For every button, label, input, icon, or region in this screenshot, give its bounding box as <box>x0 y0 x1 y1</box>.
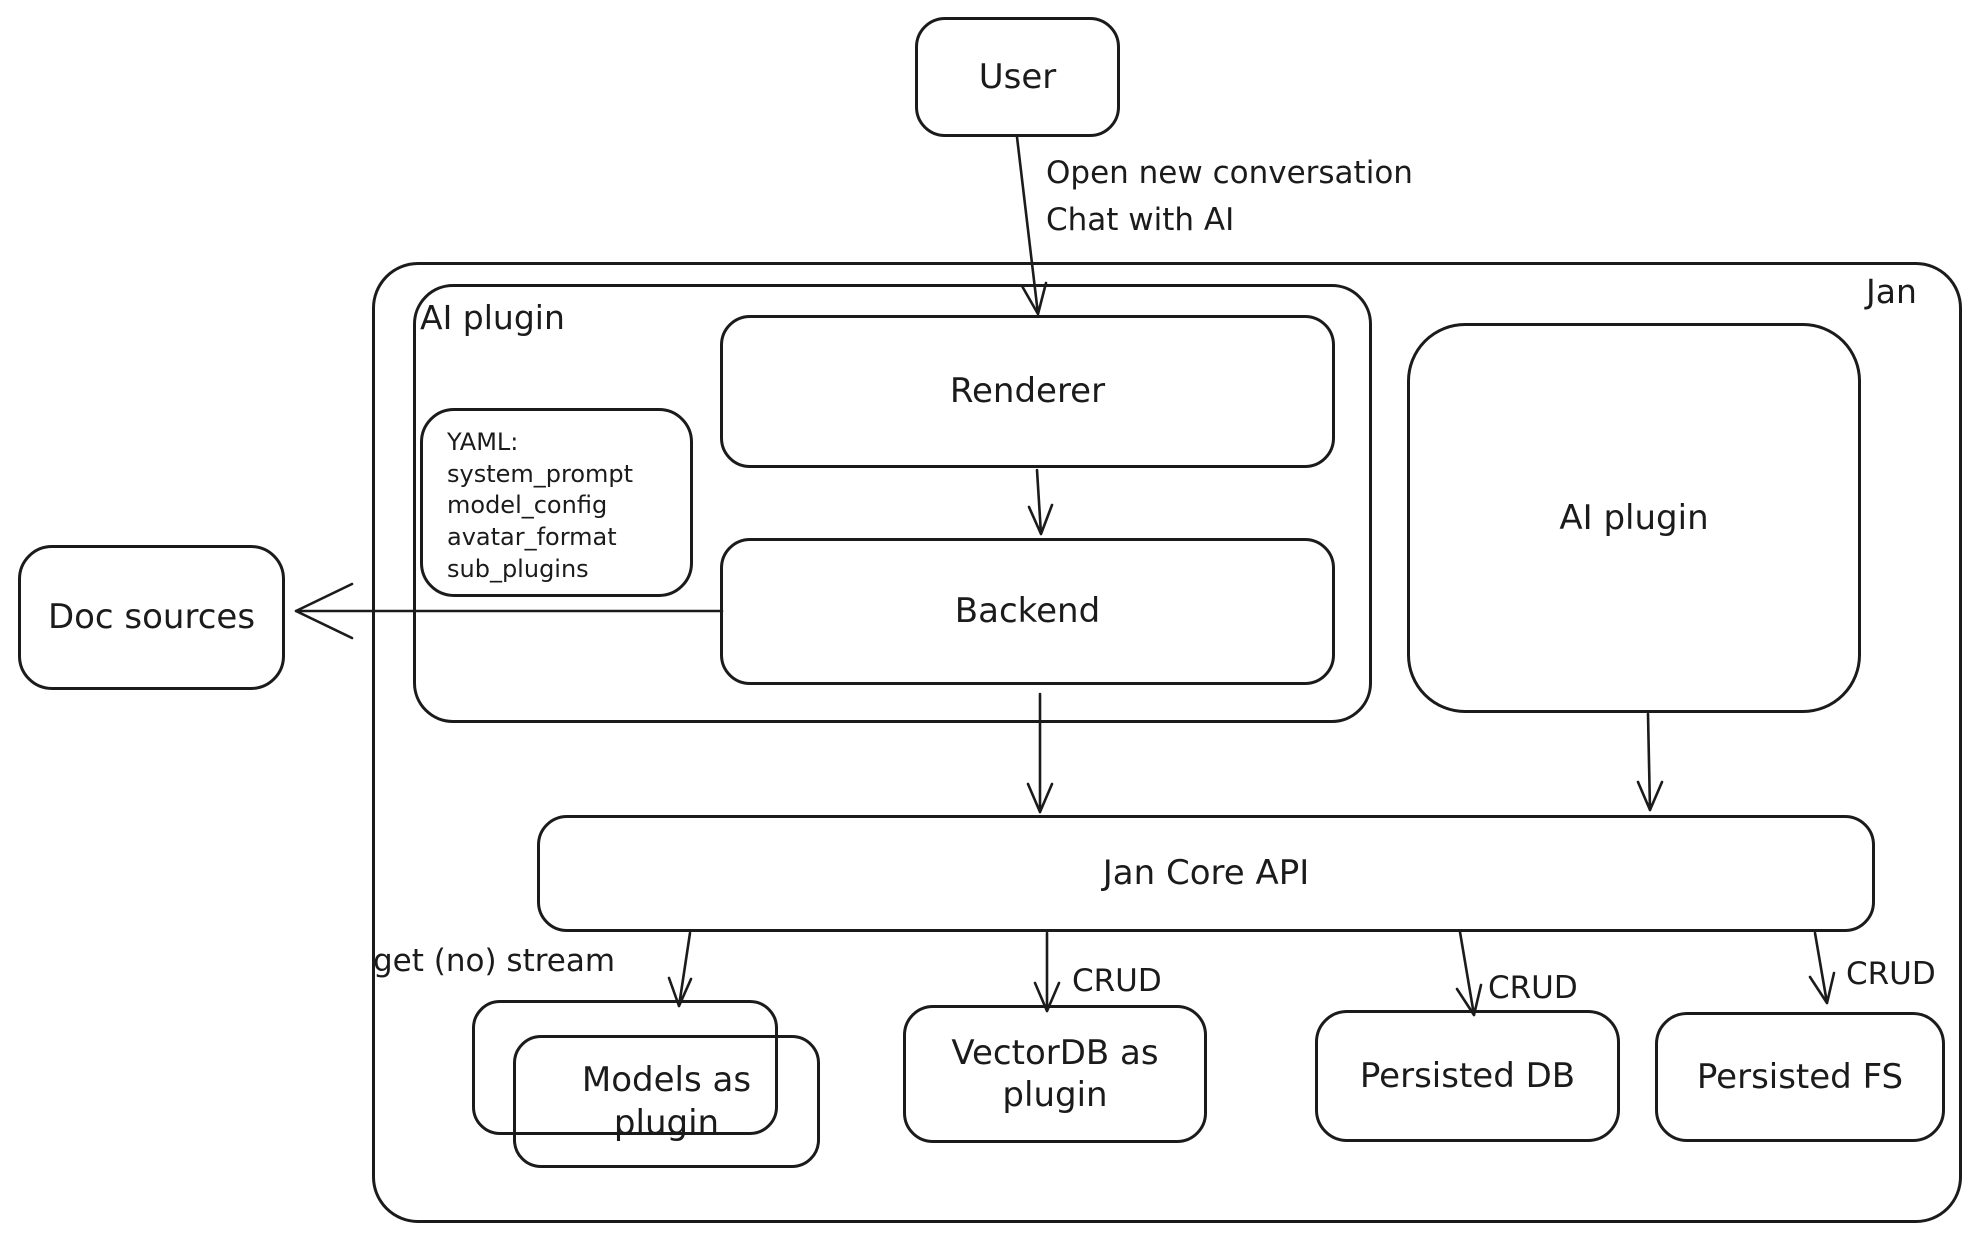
node-vectordb-as-plugin: VectorDB as plugin <box>903 1005 1207 1143</box>
container-ai-plugin-label: AI plugin <box>420 298 565 337</box>
node-persisted-fs: Persisted FS <box>1655 1012 1945 1142</box>
node-persisted-db-label: Persisted DB <box>1359 1055 1576 1096</box>
edge-label-core-to-models: get (no) stream <box>373 943 616 979</box>
node-persisted-fs-label: Persisted FS <box>1696 1056 1904 1097</box>
node-doc-sources: Doc sources <box>18 545 285 690</box>
node-yaml-note: YAML: system_prompt model_config avatar_… <box>420 408 693 597</box>
node-models-as-plugin: Models as plugin <box>513 1035 820 1168</box>
edge-label-core-to-persisted-db: CRUD <box>1488 970 1578 1006</box>
node-renderer: Renderer <box>720 315 1335 468</box>
node-backend-label: Backend <box>954 591 1101 632</box>
container-ai-plugin <box>413 284 1372 723</box>
yaml-note-text: YAML: system_prompt model_config avatar_… <box>447 427 633 585</box>
node-user: User <box>915 17 1120 137</box>
node-renderer-label: Renderer <box>949 371 1106 412</box>
yaml-line: sub_plugins <box>447 554 589 583</box>
yaml-line: avatar_format <box>447 523 617 552</box>
node-persisted-db: Persisted DB <box>1315 1010 1620 1142</box>
edge-label-core-to-vectordb: CRUD <box>1072 963 1162 999</box>
container-jan-label: Jan <box>1866 272 1917 311</box>
node-ai-plugin-right-label: AI plugin <box>1559 497 1709 538</box>
node-jan-core-api-label: Jan Core API <box>1102 853 1310 894</box>
yaml-line: YAML: <box>447 428 519 456</box>
node-doc-sources-label: Doc sources <box>47 597 256 638</box>
node-vectordb-as-plugin-label: VectorDB as plugin <box>951 1032 1159 1116</box>
node-user-label: User <box>978 56 1057 97</box>
edge-label-user-to-renderer: Open new conversation Chat with AI <box>1046 155 1413 238</box>
node-models-as-plugin-label: Models as plugin <box>581 1060 752 1143</box>
node-backend: Backend <box>720 538 1335 685</box>
node-jan-core-api: Jan Core API <box>537 815 1875 932</box>
yaml-line: system_prompt <box>447 459 634 488</box>
container-jan <box>372 262 1962 1223</box>
edge-label-core-to-persisted-fs: CRUD <box>1846 956 1936 992</box>
yaml-line: model_config <box>447 491 608 520</box>
node-models-back-box <box>472 1000 778 1135</box>
node-ai-plugin-right: AI plugin <box>1407 323 1861 713</box>
